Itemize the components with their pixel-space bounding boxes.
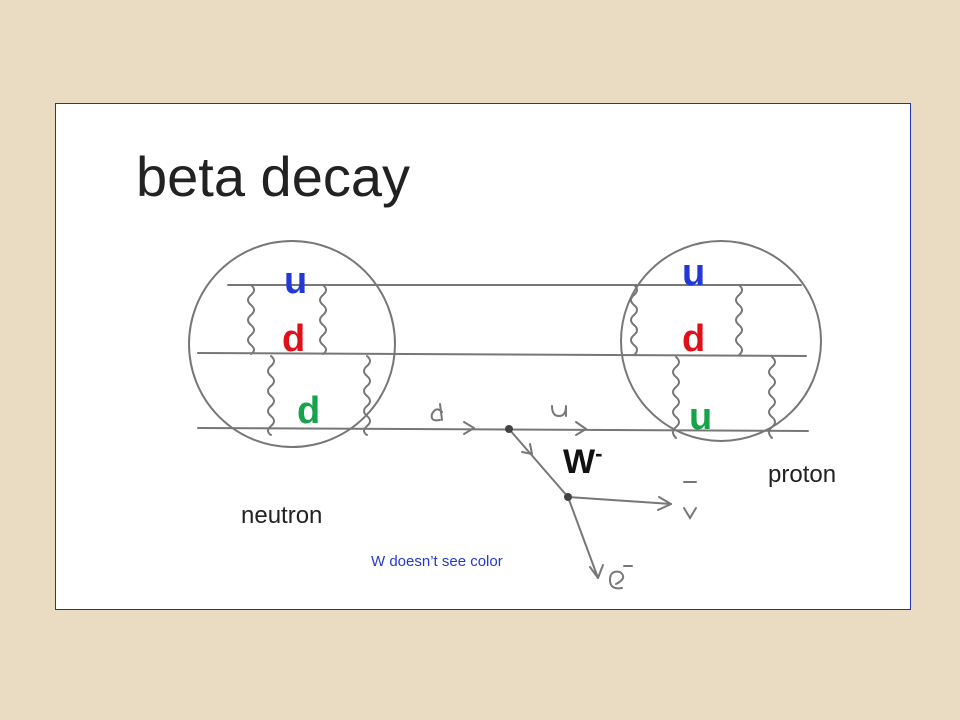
gluon-7 <box>672 356 680 439</box>
electron-arrow-1 <box>589 566 599 579</box>
nubar-sketch-label <box>683 481 697 520</box>
proton-quark-u-blue: u <box>682 252 706 294</box>
w-color-note: W doesn’t see color <box>371 553 503 570</box>
quark-line-bottom <box>197 427 809 432</box>
neutron-quark-d-red: d <box>282 318 306 360</box>
u-arrow-head-2 <box>575 428 587 436</box>
w-arrow-2 <box>529 443 533 455</box>
neutron-label: neutron <box>241 502 323 529</box>
diagram-panel: beta decay u d d u d u W- neutron proton… <box>55 103 911 610</box>
electron-arrow-2 <box>597 564 604 579</box>
gluon-8 <box>768 356 776 439</box>
d-arrow-head <box>463 421 475 429</box>
w-propagator <box>508 428 569 498</box>
antineutrino-line <box>567 496 672 505</box>
d-sketch-label <box>430 403 443 422</box>
gluon-2 <box>319 284 327 355</box>
neutron-quark-d-green: d <box>297 390 321 432</box>
gluon-6 <box>735 284 743 356</box>
proton-quark-u-green: u <box>689 396 713 438</box>
e-minus-sketch-label <box>608 565 633 590</box>
gluon-4 <box>363 355 371 436</box>
proton-circle <box>620 240 822 442</box>
u-arrow-head <box>575 421 587 430</box>
proton-label: proton <box>768 461 837 488</box>
gluon-3 <box>267 355 275 436</box>
gluon-1 <box>247 284 255 355</box>
electron-line <box>567 496 599 579</box>
gluon-5 <box>630 284 638 356</box>
vertex-upper <box>505 425 513 433</box>
vertex-lower <box>564 493 572 501</box>
antineutrino-arrow-2 <box>657 503 672 511</box>
proton-quark-d: d <box>682 318 706 360</box>
w-boson-label: W- <box>563 441 603 481</box>
w-symbol: W <box>563 443 596 481</box>
diagram-title: beta decay <box>132 147 414 207</box>
neutron-quark-u: u <box>284 260 308 302</box>
w-charge: - <box>595 441 603 466</box>
neutron-circle <box>188 240 396 448</box>
quark-line-middle <box>197 352 807 357</box>
d-arrow-head-2 <box>463 427 475 435</box>
antineutrino-arrow-1 <box>658 496 672 505</box>
u-sketch-label <box>551 405 567 418</box>
w-arrow-1 <box>521 451 533 455</box>
feynman-sketch <box>188 240 822 590</box>
